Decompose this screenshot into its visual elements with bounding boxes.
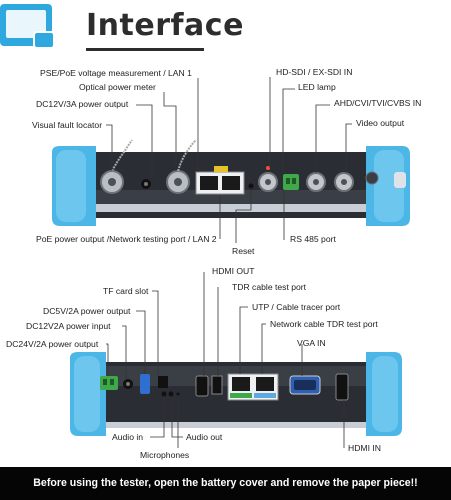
warning-banner: Before using the tester, open the batter… [0, 467, 451, 500]
label-rs485-port: RS 485 port [290, 234, 336, 244]
label-microphones: Microphones [140, 450, 190, 460]
label-dc5v2a-output: DC5V/2A power output [43, 306, 131, 316]
label-audio-in: Audio in [112, 432, 144, 442]
label-dc24v2a-output: DC24V/2A power output [6, 339, 99, 349]
tester-top-view [52, 139, 410, 226]
label-hd-sdi-in: HD-SDI / EX-SDI IN [276, 67, 353, 77]
label-dc12v2a-input: DC12V2A power input [26, 321, 111, 331]
label-visual-fault-locator: Visual fault locator [32, 120, 103, 130]
label-network-tdr-port: Network cable TDR test port [270, 319, 378, 329]
label-tf-card-slot: TF card slot [103, 286, 149, 296]
title-underline [86, 48, 204, 51]
label-ahd-in: AHD/CVI/TVI/CVBS IN [334, 98, 422, 108]
label-audio-out: Audio out [186, 432, 223, 442]
label-utp-tracer-port: UTP / Cable tracer port [252, 302, 341, 312]
page-title: Interface [86, 8, 244, 43]
label-hdmi-out: HDMI OUT [212, 266, 255, 276]
label-vga-in: VGA IN [297, 338, 326, 348]
tester-illustration [52, 77, 410, 448]
label-poe-lan2: PoE power output /Network testing port /… [36, 234, 217, 244]
label-dc12v3a-output: DC12V/3A power output [36, 99, 129, 109]
label-pse-poe-lan1: PSE/PoE voltage measurement / LAN 1 [40, 68, 192, 78]
label-optical-power-meter: Optical power meter [79, 82, 156, 92]
tester-bottom-view [70, 352, 402, 436]
label-tdr-cable-port: TDR cable test port [232, 282, 307, 292]
label-hdmi-in: HDMI IN [348, 443, 381, 453]
label-led-lamp: LED lamp [298, 82, 336, 92]
label-video-output: Video output [356, 118, 405, 128]
label-reset: Reset [232, 246, 255, 256]
monitor-icon [0, 4, 55, 49]
